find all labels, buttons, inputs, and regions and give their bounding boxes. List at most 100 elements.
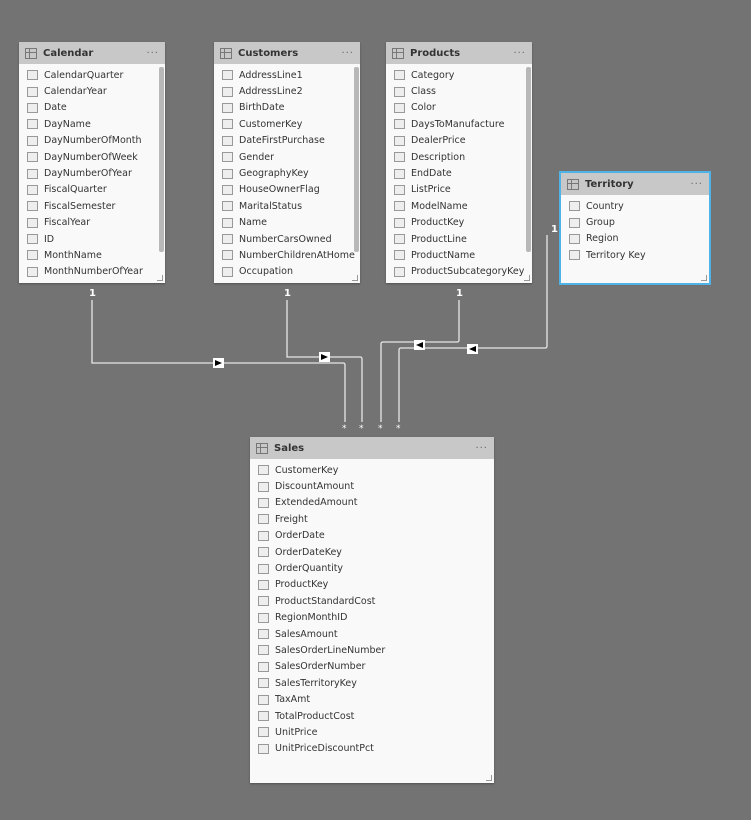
field-row[interactable]: MonthName	[19, 247, 165, 263]
column-icon	[394, 266, 405, 277]
field-row[interactable]: Occupation	[214, 264, 360, 280]
field-row[interactable]: MaritalStatus	[214, 198, 360, 214]
field-row[interactable]: Group	[561, 214, 709, 230]
field-row[interactable]: Country	[561, 198, 709, 214]
field-row[interactable]: Color	[386, 100, 532, 116]
field-row[interactable]: OrderDate	[250, 528, 494, 544]
field-row[interactable]: NumberChildrenAtHome	[214, 247, 360, 263]
field-row[interactable]: DaysToManufacture	[386, 116, 532, 132]
field-row[interactable]: DayNumberOfWeek	[19, 149, 165, 165]
field-row[interactable]: BirthDate	[214, 100, 360, 116]
field-row[interactable]: ID	[19, 231, 165, 247]
field-row[interactable]: Description	[386, 149, 532, 165]
field-row[interactable]: ExtendedAmount	[250, 495, 494, 511]
column-icon	[394, 234, 405, 245]
field-row[interactable]: UnitPriceDiscountPct	[250, 741, 494, 757]
field-row[interactable]: ProductName	[386, 247, 532, 263]
field-row[interactable]: DealerPrice	[386, 133, 532, 149]
table-header[interactable]: Territory···	[561, 173, 709, 195]
cardinality-one: 1	[551, 224, 558, 235]
field-row[interactable]: FiscalQuarter	[19, 182, 165, 198]
field-row[interactable]: FiscalYear	[19, 215, 165, 231]
field-row[interactable]: AddressLine2	[214, 83, 360, 99]
column-icon	[27, 70, 38, 81]
field-row[interactable]: DayName	[19, 116, 165, 132]
field-row[interactable]: TaxAmt	[250, 691, 494, 707]
more-options-button[interactable]: ···	[341, 47, 354, 59]
field-row[interactable]: NumberCarsOwned	[214, 231, 360, 247]
field-row[interactable]: ProductStandardCost	[250, 593, 494, 609]
field-row[interactable]: SalesAmount	[250, 626, 494, 642]
cardinality-many: *	[378, 424, 383, 434]
field-row[interactable]: Region	[561, 231, 709, 247]
resize-handle[interactable]	[352, 275, 358, 281]
field-row[interactable]: DiscountAmount	[250, 478, 494, 494]
field-row[interactable]: Freight	[250, 511, 494, 527]
field-row[interactable]: ListPrice	[386, 182, 532, 198]
field-row[interactable]: EndDate	[386, 165, 532, 181]
field-row[interactable]: ProductKey	[386, 215, 532, 231]
cardinality-many: *	[396, 424, 401, 434]
resize-handle[interactable]	[486, 775, 492, 781]
field-row[interactable]: ProductLine	[386, 231, 532, 247]
field-row[interactable]: ModelName	[386, 198, 532, 214]
field-row[interactable]: SalesTerritoryKey	[250, 675, 494, 691]
more-options-button[interactable]: ···	[146, 47, 159, 59]
field-row[interactable]: MonthNumberOfYear	[19, 264, 165, 280]
field-row[interactable]: DayNumberOfMonth	[19, 133, 165, 149]
field-name: BirthDate	[239, 102, 285, 114]
field-row[interactable]: HouseOwnerFlag	[214, 182, 360, 198]
field-row[interactable]: TotalProductCost	[250, 708, 494, 724]
field-row[interactable]: AddressLine1	[214, 67, 360, 83]
field-row[interactable]: SalesOrderNumber	[250, 659, 494, 675]
more-options-button[interactable]: ···	[475, 442, 488, 454]
field-row[interactable]: CalendarYear	[19, 83, 165, 99]
resize-handle[interactable]	[524, 275, 530, 281]
table-header[interactable]: Sales···	[250, 437, 494, 459]
field-row[interactable]: Date	[19, 100, 165, 116]
field-name: Category	[411, 69, 455, 81]
field-row[interactable]: Gender	[214, 149, 360, 165]
field-row[interactable]: RegionMonthID	[250, 610, 494, 626]
field-row[interactable]: SalesOrderLineNumber	[250, 642, 494, 658]
more-options-button[interactable]: ···	[690, 178, 703, 190]
field-row[interactable]: Class	[386, 83, 532, 99]
resize-handle[interactable]	[157, 275, 163, 281]
field-row[interactable]: OrderDateKey	[250, 544, 494, 560]
table-header[interactable]: Products···	[386, 42, 532, 64]
field-name: OrderDateKey	[275, 546, 342, 558]
field-row[interactable]: ProductSubcategoryKey	[386, 264, 532, 280]
field-name: DealerPrice	[411, 135, 466, 147]
scrollbar[interactable]	[159, 67, 164, 252]
field-row[interactable]: GeographyKey	[214, 165, 360, 181]
column-icon	[27, 250, 38, 261]
field-row[interactable]: Name	[214, 215, 360, 231]
field-row[interactable]: OrderQuantity	[250, 560, 494, 576]
field-row[interactable]: CustomerKey	[250, 462, 494, 478]
field-name: ProductStandardCost	[275, 595, 376, 607]
field-row[interactable]: Category	[386, 67, 532, 83]
field-row[interactable]: UnitPrice	[250, 724, 494, 740]
field-row[interactable]: ProductKey	[250, 577, 494, 593]
field-row[interactable]: Territory Key	[561, 247, 709, 263]
column-icon	[394, 201, 405, 212]
field-row[interactable]: DayNumberOfYear	[19, 165, 165, 181]
table-header[interactable]: Calendar···	[19, 42, 165, 64]
resize-handle[interactable]	[701, 275, 707, 281]
field-row[interactable]: FiscalSemester	[19, 198, 165, 214]
column-icon	[258, 481, 269, 492]
more-options-button[interactable]: ···	[513, 47, 526, 59]
field-row[interactable]: DateFirstPurchase	[214, 133, 360, 149]
field-row[interactable]: CalendarQuarter	[19, 67, 165, 83]
column-icon	[222, 217, 233, 228]
field-row[interactable]: CustomerKey	[214, 116, 360, 132]
scrollbar[interactable]	[526, 67, 531, 252]
scrollbar[interactable]	[354, 67, 359, 252]
table-header[interactable]: Customers···	[214, 42, 360, 64]
